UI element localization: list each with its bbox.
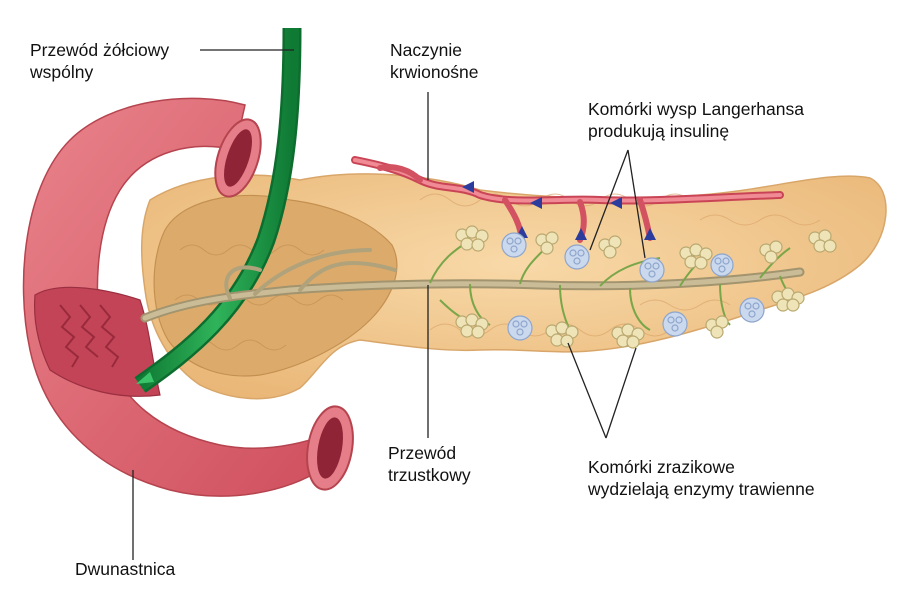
label-acinar-cells: Komórki zrazikowe wydzielają enzymy traw… [588,456,815,500]
acinar-cluster [808,229,837,253]
bile-flow-arrow [136,372,154,384]
islet-cluster [501,232,527,258]
duodenum-upper-lumen [224,129,252,187]
acinar-cluster [759,240,783,264]
duodenum-cut-section [33,286,161,397]
label-islet-cells-line2: produkują insulinę [588,121,730,141]
acinar-cluster [455,225,489,252]
label-blood-vessel-line1: Naczynie [390,40,462,60]
duodenum [22,97,354,497]
islet-cluster [710,253,734,277]
islet-cluster [662,311,688,337]
label-duodenum: Dwunastnica [75,558,175,580]
acinar-cluster [598,235,622,259]
label-common-bile-duct: Przewód żółciowy wspólny [30,39,169,83]
label-blood-vessel: Naczynie krwionośne [390,39,479,83]
leader-islet-cells [589,149,646,259]
duodenum-inner-folds [59,304,120,368]
label-pancreatic-duct: Przewód trzustkowy [388,442,471,486]
acinar-cells [455,225,837,349]
label-acinar-cells-line2: wydzielają enzymy trawienne [588,479,815,499]
label-pancreatic-duct-line1: Przewód [388,443,457,463]
label-duodenum-text: Dwunastnica [75,559,176,579]
acinar-cluster [679,243,713,270]
label-islet-cells-line1: Komórki wysp Langerhansa [588,99,804,119]
common-bile-duct-highlight [135,27,299,391]
label-common-bile-duct-line2: wspólny [30,62,94,82]
label-pancreatic-duct-line2: trzustkowy [388,465,471,485]
leader-acinar-cells [567,342,637,439]
islet-cluster [507,315,533,341]
acinar-cluster [535,231,559,255]
duodenum-wall [22,97,348,497]
label-blood-vessel-line2: krwionośne [390,62,479,82]
islet-cluster [639,257,665,283]
pancreatic-duct-branches-head [224,248,397,300]
leader-lines [132,49,646,560]
islet-cells [501,232,765,341]
islet-cluster [739,297,765,323]
acinar-cluster [611,323,645,349]
acinar-cluster [455,313,489,339]
duodenum-lower-lumen [317,417,343,479]
label-common-bile-duct-line1: Przewód żółciowy [30,40,170,60]
acinar-cluster [771,287,805,312]
acinar-cluster [545,321,579,348]
acinar-cluster [705,315,729,339]
label-islet-cells: Komórki wysp Langerhansa produkują insul… [588,98,804,142]
label-acinar-cells-line1: Komórki zrazikowe [588,457,735,477]
islet-cluster [564,244,590,270]
